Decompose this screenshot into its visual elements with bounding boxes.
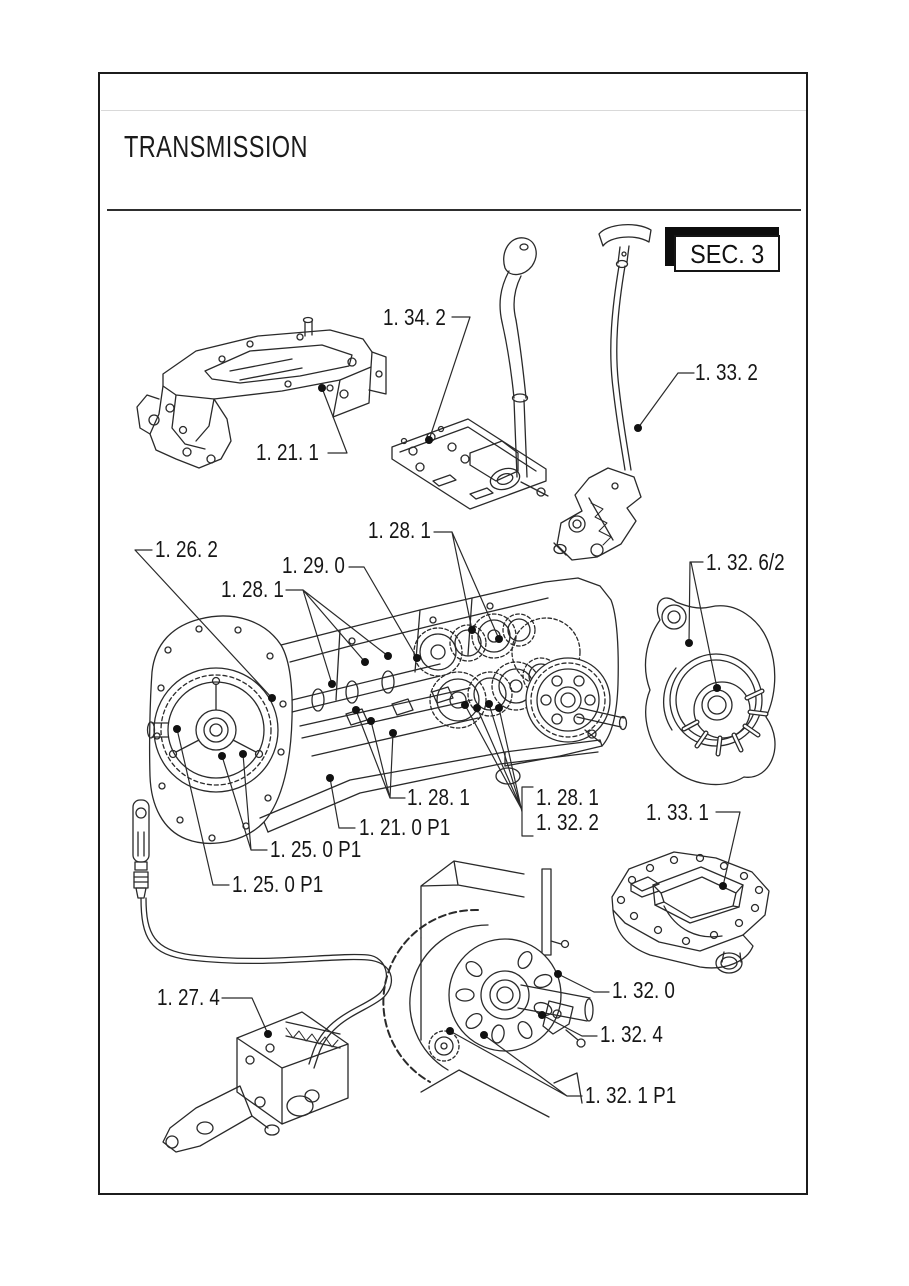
faint-top-rule xyxy=(101,110,806,111)
callout-1-28-1-br: 1. 28. 1 xyxy=(536,784,599,810)
leader-1-32-6-2 xyxy=(688,561,718,689)
part-axle-section-1-32 xyxy=(382,860,594,1118)
part-pump-1-32-6-2 xyxy=(644,597,776,786)
callout-1-29-0: 1. 29. 0 xyxy=(282,552,345,578)
callout-1-32-4: 1. 32. 4 xyxy=(600,1021,663,1047)
leader-1-26-2 xyxy=(134,549,273,699)
callout-1-33-1: 1. 33. 1 xyxy=(646,799,709,825)
leader-1-25-0-p1-b xyxy=(176,728,230,886)
callout-1-32-0: 1. 32. 0 xyxy=(612,977,675,1003)
callout-1-28-1-left: 1. 28. 1 xyxy=(221,576,284,602)
leader-1-21-1 xyxy=(321,387,348,454)
callout-1-25-0-p1-a: 1. 25. 0 P1 xyxy=(270,836,362,862)
callout-1-28-1-top: 1. 28. 1 xyxy=(368,517,431,543)
callout-1-21-0-p1: 1. 21. 0 P1 xyxy=(359,814,451,840)
title-divider xyxy=(107,209,801,211)
leader-bracket-1-28-1-1-32-2 xyxy=(464,703,534,837)
callout-1-33-2: 1. 33. 2 xyxy=(695,359,758,385)
callout-1-34-2: 1. 34. 2 xyxy=(383,304,446,330)
callout-dots xyxy=(173,384,727,1039)
part-lever-rod-1-33-2 xyxy=(553,224,652,561)
page-border xyxy=(98,72,808,1195)
part-housing-1-21-1 xyxy=(136,316,387,469)
leader-1-27-4 xyxy=(221,997,269,1035)
part-clutch-cable-1-27-4 xyxy=(132,799,393,1153)
callout-1-32-2: 1. 32. 2 xyxy=(536,809,599,835)
leader-1-21-0-p1 xyxy=(329,777,356,829)
callout-1-25-0-p1-b: 1. 25. 0 P1 xyxy=(232,871,324,897)
section-badge-label: SEC. 3 xyxy=(689,238,765,269)
part-shift-lever-1-34-2 xyxy=(391,237,549,510)
part-main-transmission-assembly xyxy=(146,577,628,844)
leader-1-33-2 xyxy=(637,372,695,429)
part-cover-1-33-1 xyxy=(611,851,770,974)
callout-1-27-4: 1. 27. 4 xyxy=(157,984,220,1010)
callout-1-32-6-2: 1. 32. 6/2 xyxy=(706,549,785,575)
page-title: TRANSMISSION xyxy=(124,129,308,164)
leader-1-32-0 xyxy=(557,973,610,993)
leader-1-28-1-mid xyxy=(355,709,406,799)
callout-1-28-1-mid: 1. 28. 1 xyxy=(407,784,470,810)
leader-1-32-4 xyxy=(541,1014,598,1037)
callout-1-21-1: 1. 21. 1 xyxy=(256,439,319,465)
leader-1-28-1-top xyxy=(433,531,500,640)
callout-1-26-2: 1. 26. 2 xyxy=(155,536,218,562)
leader-1-32-1-p1 xyxy=(449,1030,583,1097)
callout-1-32-1-p1: 1. 32. 1 P1 xyxy=(585,1082,677,1108)
leader-1-25-0-p1-a xyxy=(221,753,268,851)
leader-1-34-2 xyxy=(428,316,471,441)
leader-1-29-0 xyxy=(348,566,418,659)
leader-1-33-1 xyxy=(715,811,741,887)
section-badge: SEC. 3 xyxy=(674,235,780,272)
leader-1-28-1-left xyxy=(285,589,389,685)
leader-lines xyxy=(134,316,741,1097)
